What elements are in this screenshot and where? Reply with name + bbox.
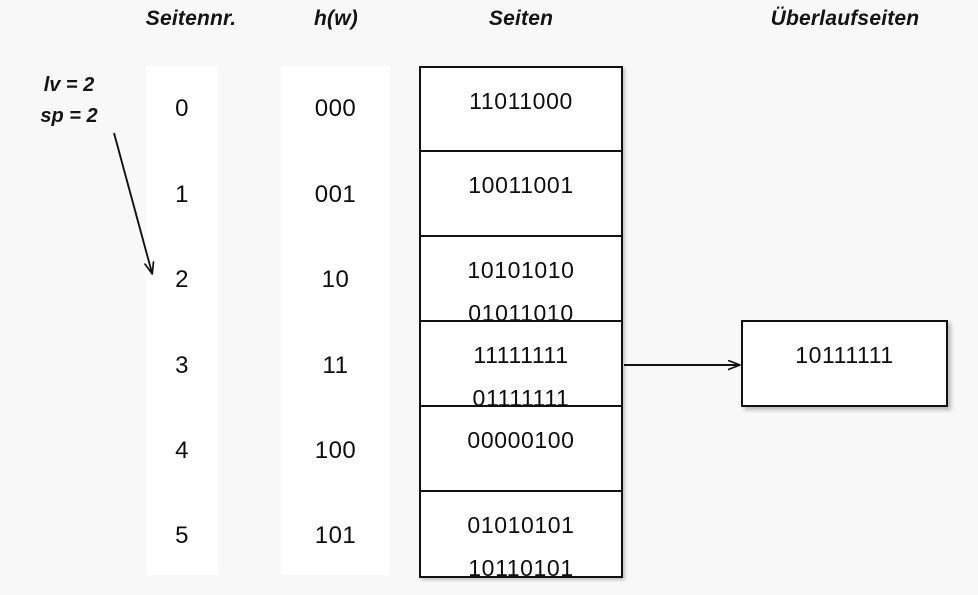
page-number-cell: 4 bbox=[175, 436, 189, 464]
page-number-cell: 3 bbox=[175, 351, 189, 379]
column-header-pages: Seiten bbox=[488, 7, 554, 30]
hash-value-cell: 001 bbox=[314, 180, 357, 208]
page-number-column: 0 1 2 3 4 5 bbox=[146, 66, 218, 575]
page-bucket: 00000100 bbox=[421, 407, 621, 492]
page-bucket: 11011000 bbox=[421, 68, 621, 152]
page-record: 10011001 bbox=[468, 172, 574, 198]
page-record: 10110101 bbox=[468, 555, 574, 581]
page-bucket: 01010101 10110101 bbox=[421, 492, 621, 581]
page-record: 00000100 bbox=[467, 427, 575, 453]
overflow-page-record: 10111111 bbox=[795, 342, 894, 368]
page-record: 11011000 bbox=[469, 88, 573, 114]
hash-parameters: lv = 2 sp = 2 bbox=[14, 70, 124, 132]
page-bucket: 10011001 bbox=[421, 152, 621, 237]
hash-value-cell: 11 bbox=[322, 351, 349, 379]
hash-value-cell: 101 bbox=[314, 521, 357, 549]
page-number-cell: 2 bbox=[175, 265, 189, 293]
page-record: 11111111 bbox=[473, 342, 569, 368]
level-parameter: lv = 2 bbox=[43, 74, 95, 96]
overflow-page-bucket: 10111111 bbox=[741, 320, 948, 407]
page-number-cell: 1 bbox=[175, 180, 189, 208]
page-bucket: 10101010 01011010 bbox=[421, 237, 621, 326]
page-record: 10101010 bbox=[467, 257, 575, 283]
page-record: 01111111 bbox=[472, 385, 570, 411]
hash-value-column: 000 001 10 11 100 101 bbox=[281, 66, 390, 575]
page-number-cell: 5 bbox=[175, 521, 189, 549]
pages-column: 11011000 10011001 10101010 01011010 1111… bbox=[419, 66, 623, 581]
hash-value-cell: 000 bbox=[314, 94, 357, 122]
column-header-page-number: Seitennr. bbox=[145, 7, 237, 30]
split-pointer-parameter: sp = 2 bbox=[40, 105, 98, 127]
hash-value-cell: 100 bbox=[314, 436, 357, 464]
page-number-cell: 0 bbox=[175, 94, 189, 122]
hash-value-cell: 10 bbox=[321, 265, 350, 293]
page-record: 01010101 bbox=[467, 512, 575, 538]
column-header-hash-function: h(w) bbox=[314, 7, 358, 30]
page-record: 01011010 bbox=[468, 300, 574, 326]
page-bucket: 11111111 01111111 bbox=[421, 322, 621, 411]
column-header-overflow-pages: Überlaufseiten bbox=[770, 7, 920, 30]
